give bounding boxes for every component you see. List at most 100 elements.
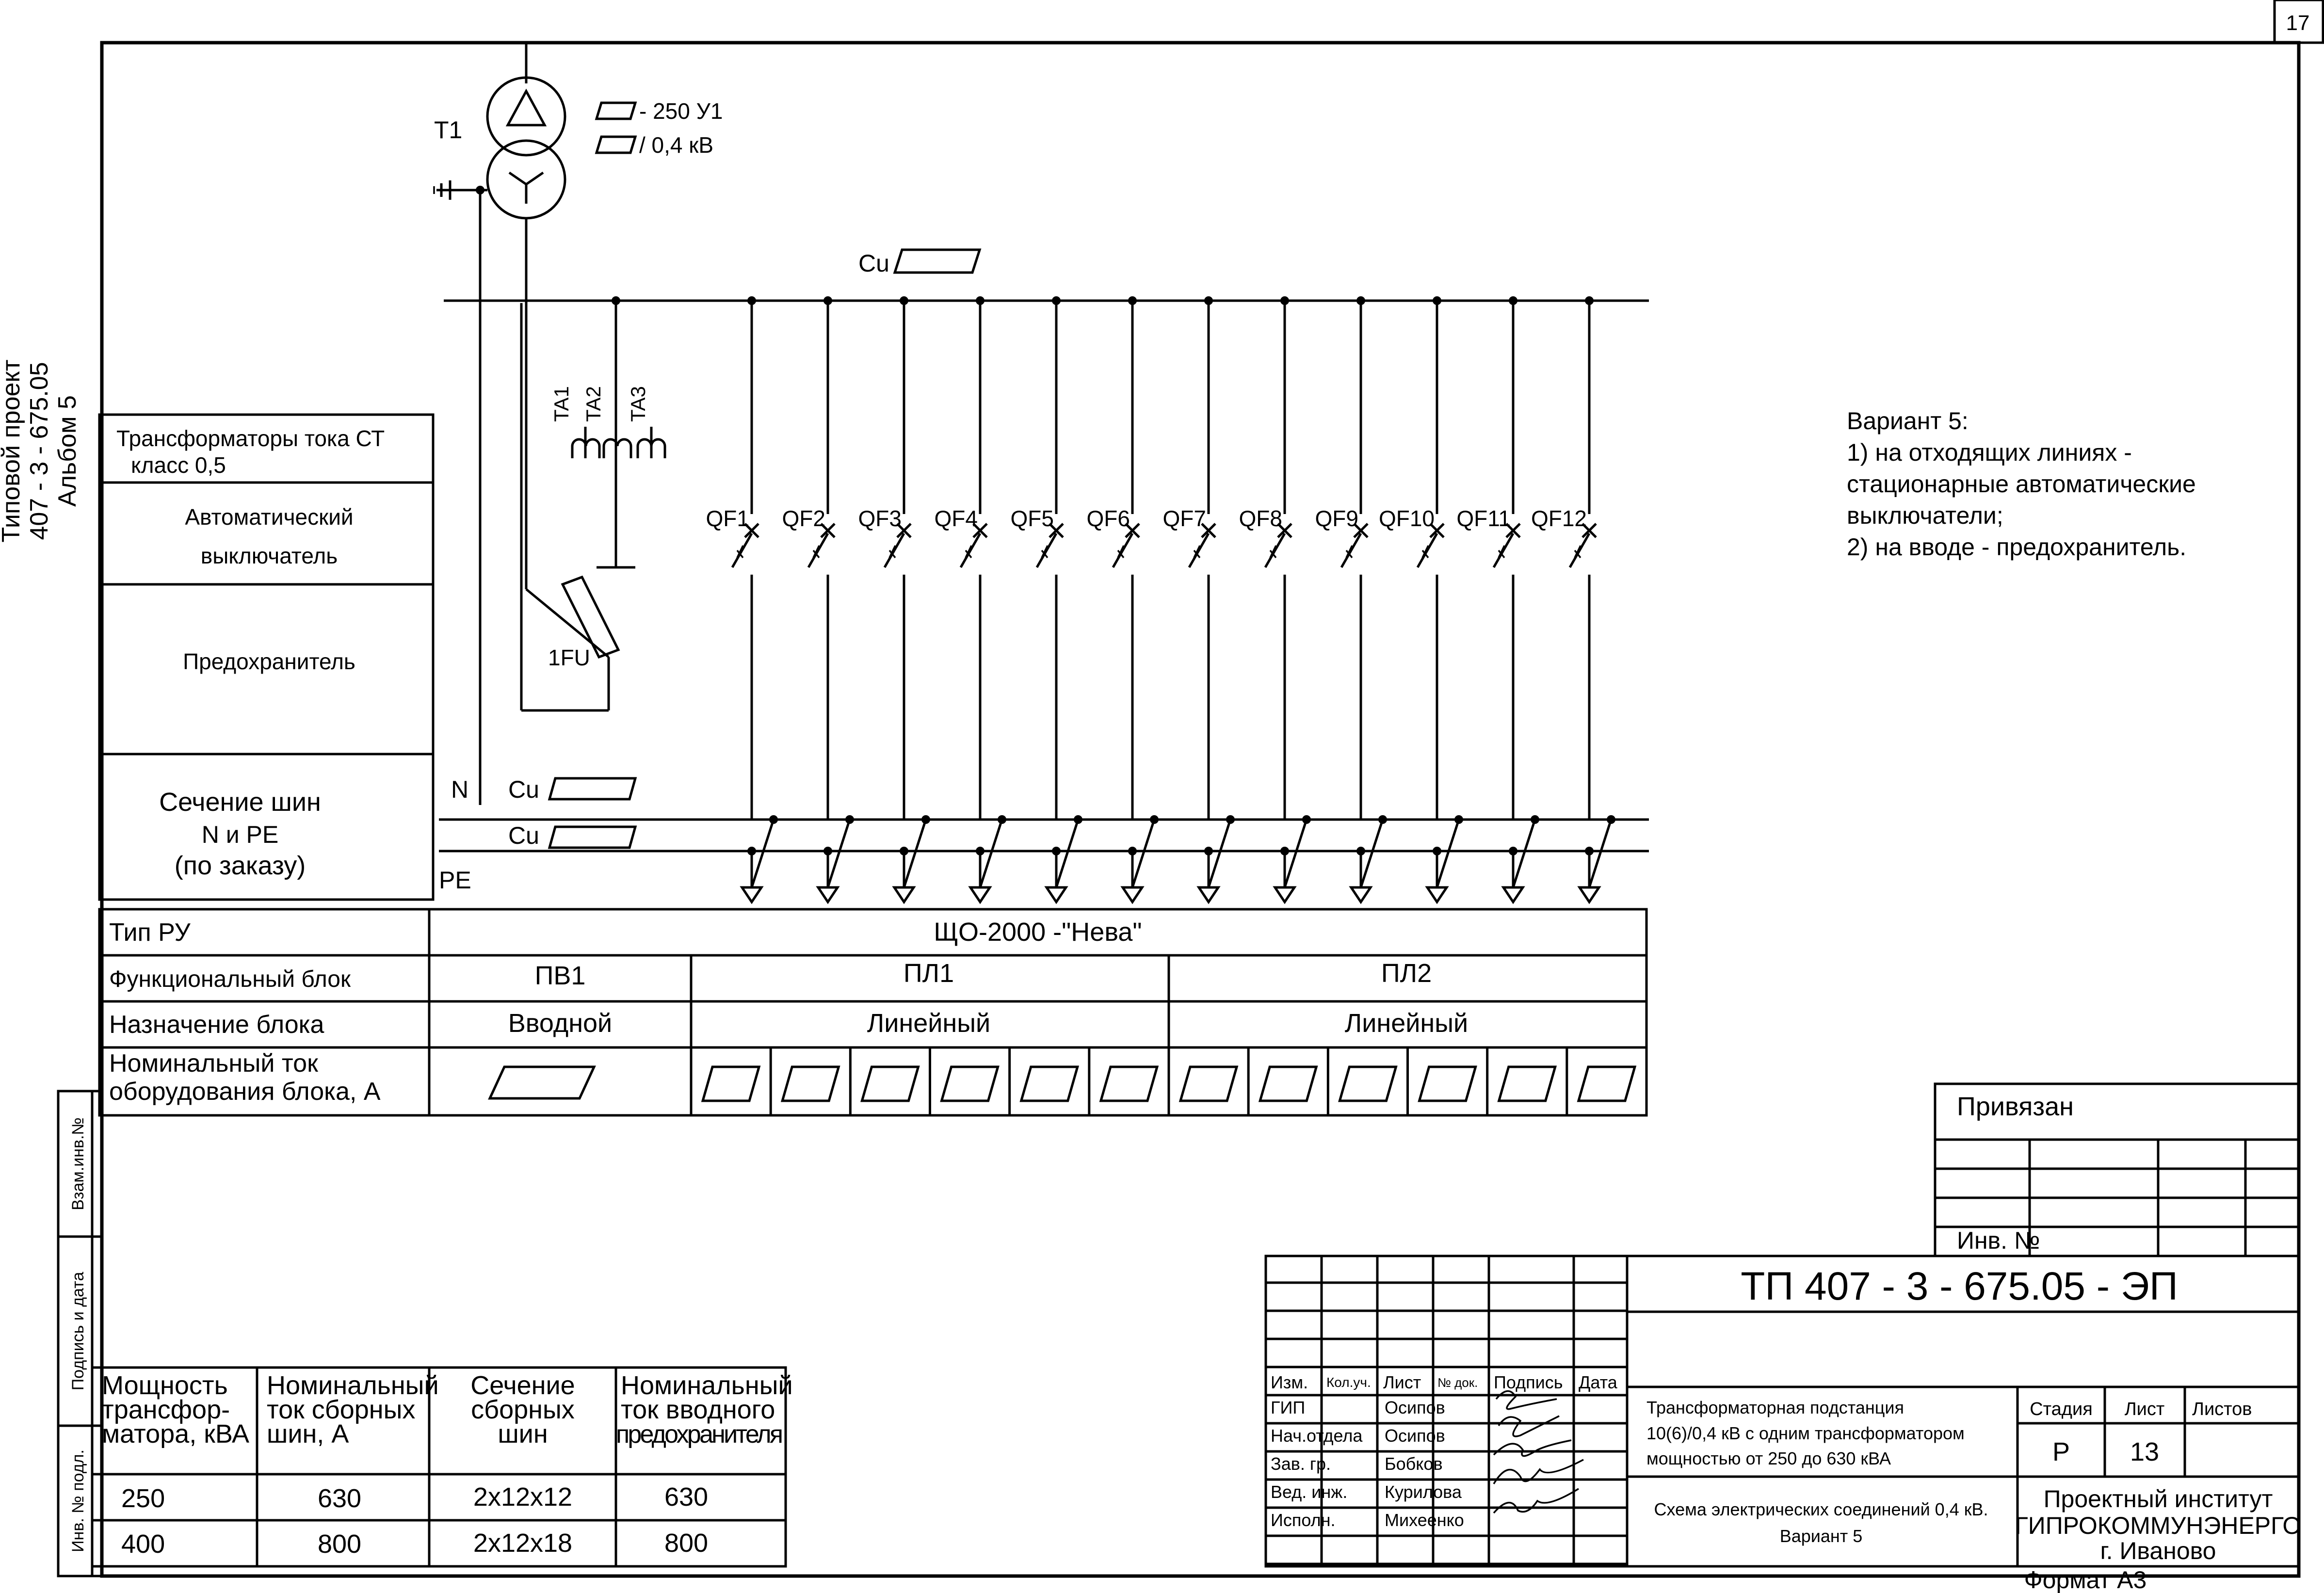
power-h4-2: ток вводного xyxy=(621,1395,775,1424)
legend-bus-2: N и PE xyxy=(202,821,279,848)
breaker-label-qf11: QF11 xyxy=(1456,506,1511,531)
rated-cell-6 xyxy=(1099,1065,1159,1102)
rated-line-cells xyxy=(701,1047,1637,1115)
power-h3-1: Сечение xyxy=(470,1371,575,1400)
header-podpis: Подпись xyxy=(1494,1372,1563,1392)
role-name-5: Михеенко xyxy=(1385,1510,1464,1530)
legend-breaker-1: Автоматический xyxy=(185,504,353,530)
rated-cell-10 xyxy=(1418,1065,1477,1102)
variant-note: Вариант 5: 1) на отходящих линиях - стац… xyxy=(1847,407,2196,561)
breaker-label-qf10: QF10 xyxy=(1379,506,1435,531)
transformer-label: T1 xyxy=(434,116,462,144)
object-title-1: Трансформаторная подстанция xyxy=(1646,1398,1904,1417)
rated-label-1: Номинальный ток xyxy=(109,1049,318,1078)
power-r1-c2: 630 xyxy=(318,1484,361,1513)
role-name-1: Осипов xyxy=(1385,1398,1445,1417)
side-stamp-1: Взам.инв.№ xyxy=(69,1117,87,1210)
ru-type-label: Тип РУ xyxy=(109,918,191,947)
feeder-qf5: QF5 xyxy=(1011,296,1082,904)
fuse-label: 1FU xyxy=(548,645,590,670)
rated-cell-7 xyxy=(1178,1065,1239,1102)
rated-input-cell xyxy=(488,1065,596,1100)
breaker-label-qf9: QF9 xyxy=(1315,506,1358,531)
bus-cu-label: Cu xyxy=(858,250,889,277)
side-line-3: Альбом 5 xyxy=(53,395,81,507)
feeder-qf9: QF9 xyxy=(1315,296,1387,904)
object-title-2: 10(6)/0,4 кВ с одним трансформатором xyxy=(1646,1423,1965,1443)
side-project-label: Типовой проект 407 - 3 - 675.05 Альбом 5 xyxy=(0,359,81,542)
side-line-2: 407 - 3 - 675.05 xyxy=(25,362,53,540)
rated-cell-3 xyxy=(860,1065,920,1102)
breaker-label-qf6: QF6 xyxy=(1087,506,1130,531)
rated-cell-5 xyxy=(1019,1065,1080,1102)
privyazan-block: Привязан Инв. № xyxy=(1934,1082,2300,1257)
power-r2-c1: 400 xyxy=(121,1529,165,1559)
rated-label-2: оборудования блока, А xyxy=(109,1078,381,1106)
doc-code: ТП 407 - 3 - 675.05 - ЭП xyxy=(1741,1264,2178,1308)
pe-bus-label: PE xyxy=(439,867,471,894)
pv1-label: ПВ1 xyxy=(535,961,586,990)
power-table: Мощность трансфор- матора, кВА Номинальн… xyxy=(91,1366,793,1568)
power-h4-3: предохранителя xyxy=(616,1420,783,1448)
current-transformers: TA1 TA2 TA3 xyxy=(550,296,666,569)
breaker-label-qf5: QF5 xyxy=(1011,506,1054,531)
power-h1-2: трансфор- xyxy=(102,1395,230,1424)
power-h2-1: Номинальный xyxy=(267,1371,439,1400)
org-1: Проектный институт xyxy=(2044,1485,2273,1513)
transformer-t1: T1 - 250 У1 / 0,4 кВ xyxy=(433,43,723,805)
power-h3-3: шин xyxy=(498,1419,548,1448)
title-block-grid xyxy=(1266,1256,1627,1566)
privyazan-inv: Инв. № xyxy=(1957,1227,2040,1254)
rated-cell-2 xyxy=(780,1065,840,1102)
side-stamp-3: Инв. № подл. xyxy=(69,1449,87,1552)
n-bus-label: N xyxy=(451,776,468,803)
variant-line-4: выключатели; xyxy=(1847,502,2003,529)
side-line-1: Типовой проект xyxy=(0,359,25,542)
role-name-4: Курилова xyxy=(1385,1482,1462,1502)
ta1-label: TA1 xyxy=(550,386,573,422)
purpose-label: Назначение блока xyxy=(109,1011,324,1039)
feeder-qf7: QF7 xyxy=(1163,296,1235,904)
rated-cell-1 xyxy=(701,1065,761,1102)
breaker-label-qf2: QF2 xyxy=(782,506,825,531)
sheet-value: 13 xyxy=(2130,1437,2159,1466)
feeder-qf6: QF6 xyxy=(1087,296,1159,904)
n-pe-busbars: N PE Cu Cu xyxy=(439,776,1649,894)
rated-cell-8 xyxy=(1258,1065,1318,1102)
transformer-rating-1: - 250 У1 xyxy=(639,98,723,124)
purpose-line-2: Линейный xyxy=(1345,1009,1468,1038)
signatures xyxy=(1493,1390,1584,1514)
role-1: ГИП xyxy=(1271,1398,1305,1417)
variant-line-2: 1) на отходящих линиях - xyxy=(1847,439,2132,466)
legend-breaker-2: выключатель xyxy=(201,543,338,568)
feeder-qf11: QF11 xyxy=(1456,296,1539,904)
variant-line-5: 2) на вводе - предохранитель. xyxy=(1847,533,2186,561)
power-h4-1: Номинальный xyxy=(621,1371,793,1400)
power-r1-c3: 2х12х12 xyxy=(473,1482,572,1512)
feeder-qf4: QF4 xyxy=(935,296,1006,904)
header-list: Лист xyxy=(1383,1372,1421,1392)
variant-line-1: Вариант 5: xyxy=(1847,407,1969,434)
ta3-coil xyxy=(636,427,666,458)
org-2: ГИПРОКОММУНЭНЕРГО xyxy=(2015,1512,2302,1539)
ta2-label: TA2 xyxy=(582,386,605,422)
side-stamp: Взам.инв.№ Подпись и дата Инв. № подл. xyxy=(57,1090,103,1577)
role-name-3: Бобков xyxy=(1385,1454,1443,1474)
purpose-input: Вводной xyxy=(508,1009,612,1038)
legend-bus-3: (по заказу) xyxy=(175,851,306,880)
sheets-label: Листов xyxy=(2192,1399,2252,1419)
role-5: Исполн. xyxy=(1271,1510,1336,1530)
header-data: Дата xyxy=(1579,1372,1618,1392)
power-r2-c3: 2х12х18 xyxy=(473,1529,572,1558)
legend-bus-1: Сечение шин xyxy=(159,788,321,817)
rated-cell-4 xyxy=(940,1065,1000,1102)
purpose-line-1: Линейный xyxy=(867,1009,990,1038)
fuse-1fu: 1FU xyxy=(520,301,620,712)
rated-cell-12 xyxy=(1577,1065,1637,1102)
breaker-label-qf7: QF7 xyxy=(1163,506,1206,531)
feeder-qf10: QF10 xyxy=(1379,296,1463,904)
rated-cell-11 xyxy=(1497,1065,1557,1102)
